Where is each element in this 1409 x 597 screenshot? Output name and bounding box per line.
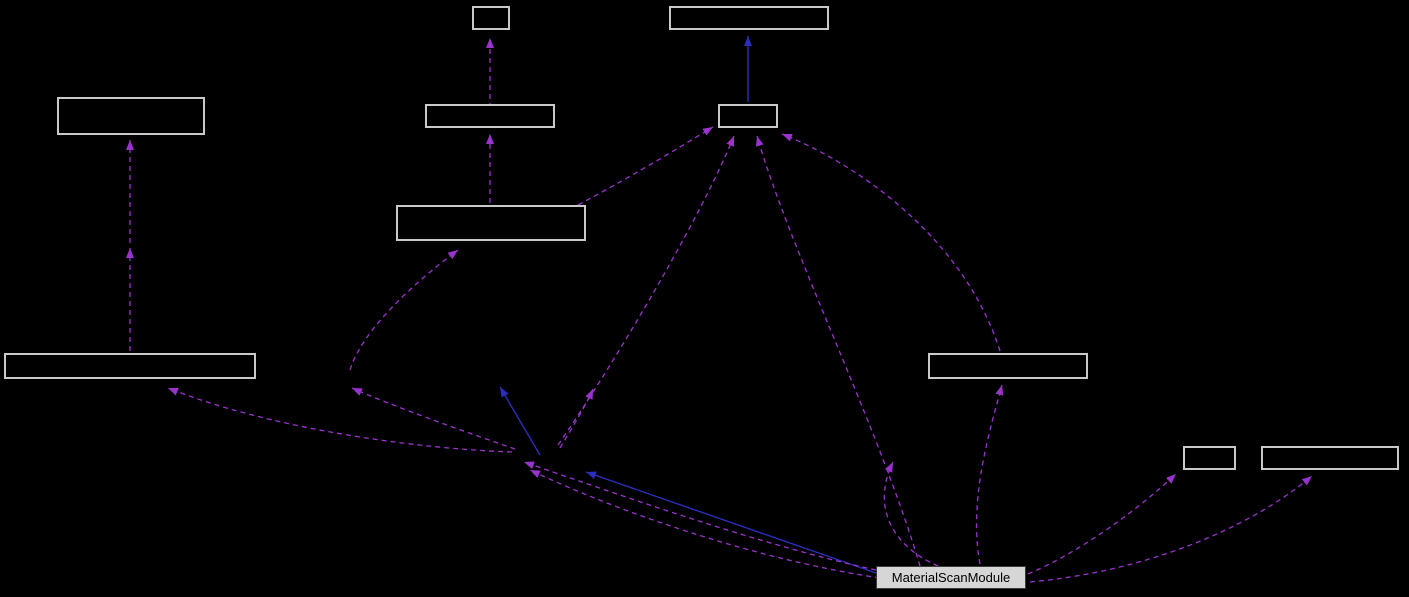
class-node-left-wide[interactable] — [4, 353, 256, 379]
edge-inh-hub-up-left — [499, 386, 541, 456]
class-node-right[interactable] — [928, 353, 1088, 379]
edge-dep-node6-to-node5 — [577, 126, 714, 206]
edge-dep-left-mid-to-node6 — [349, 249, 459, 371]
class-node-upper-left[interactable] — [57, 97, 205, 135]
edge-dep-hub-to-node5 — [557, 135, 735, 446]
edge-dep-main-to-node5 — [755, 135, 921, 567]
class-node-mid-upper[interactable] — [425, 104, 555, 128]
edge-dep-hub-to-left-mid — [351, 387, 516, 450]
class-node-far-right[interactable] — [1261, 446, 1399, 470]
class-node-small-right[interactable] — [1183, 446, 1236, 470]
main-node-label: MaterialScanModule — [891, 570, 1011, 585]
class-node-top-wide[interactable] — [669, 6, 829, 30]
edge-dep-main-to-hub-a — [523, 461, 877, 571]
class-node-center-small[interactable] — [718, 104, 778, 128]
class-node-mid-center[interactable] — [396, 205, 586, 241]
edge-dep-main-to-node10 — [1029, 475, 1313, 583]
edge-dep-main-to-node8 — [975, 384, 1004, 565]
edge-dep-main-to-node9 — [1027, 473, 1177, 575]
class-node-materialscanmodule[interactable]: MaterialScanModule — [876, 566, 1026, 589]
edge-dep-hub-up-short — [559, 388, 594, 449]
edge-inh-main-to-hub — [585, 471, 877, 574]
edge-dep-main-to-hub-b — [529, 469, 881, 579]
edge-dep-node8-to-node5 — [781, 133, 1001, 352]
class-node-top-small[interactable] — [472, 6, 510, 30]
edge-dep-main-loop-left — [883, 461, 939, 567]
edge-dep-hub-to-node7 — [167, 387, 513, 453]
